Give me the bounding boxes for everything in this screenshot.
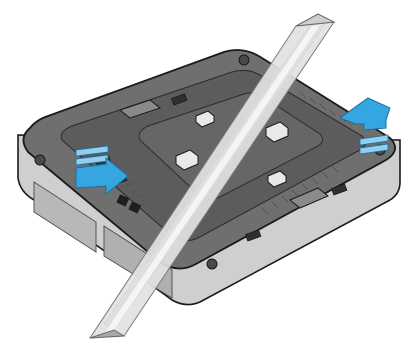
arrow-out-icon: [338, 97, 391, 155]
vent: [331, 183, 348, 196]
keyhole-slot: [289, 187, 329, 209]
vent: [171, 93, 188, 106]
clip: [195, 110, 215, 128]
screw-hole: [34, 154, 46, 166]
screw-hole: [206, 258, 218, 270]
ethernet-port: [116, 194, 130, 207]
rail-top-cap: [295, 13, 336, 27]
vent: [245, 229, 262, 242]
arrow-in-icon: [75, 145, 129, 196]
mounting-rail: [89, 13, 336, 339]
screw-hole: [238, 54, 250, 66]
rail-bottom-cap: [89, 329, 126, 339]
ports: [116, 194, 142, 214]
clip: [175, 149, 199, 171]
mounting-slots: [118, 99, 329, 209]
clip: [265, 121, 289, 143]
cable-clips: [175, 110, 289, 188]
ethernet-port: [128, 201, 142, 214]
clip: [267, 170, 287, 188]
device-port-face: [33, 181, 97, 253]
rail-highlight: [102, 25, 320, 337]
keyhole-slot: [118, 99, 162, 119]
